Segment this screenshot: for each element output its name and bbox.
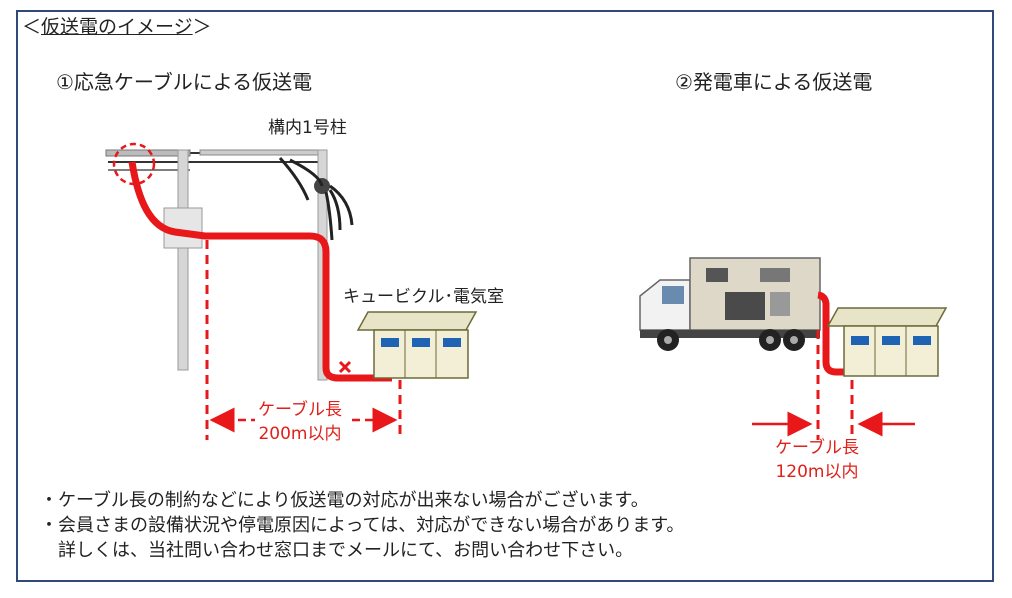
cable2-label-line1: ケーブル長 <box>775 438 859 458</box>
title-text: 仮送電のイメージ <box>41 16 193 38</box>
utility-pole-illustration <box>105 142 392 382</box>
page-title: ＜仮送電のイメージ＞ <box>22 12 212 39</box>
note-item: ・会員さまの設備状況や停電原因によっては、対応ができない場合があります。 <box>40 515 685 536</box>
cable2-length-label: ケーブル長 120m以内 <box>752 436 882 484</box>
note-item: ・ケーブル長の制約などにより仮送電の対応が出来ない場合がございます。 <box>40 490 649 511</box>
diagram-frame <box>16 10 994 582</box>
notes-list: ・ケーブル長の制約などにより仮送電の対応が出来ない場合がございます。 ・会員さま… <box>40 488 684 563</box>
cubicle-label: キュービクル･電気室 <box>343 287 504 307</box>
section2-title: ②発電車による仮送電 <box>675 70 873 94</box>
cable2-dimension <box>752 330 915 440</box>
cable1-length-label: ケーブル長 200m以内 <box>235 398 365 446</box>
cable2-label-line2: 120m以内 <box>775 462 859 482</box>
section1-title: ①応急ケーブルによる仮送電 <box>56 70 313 94</box>
generator-truck <box>639 257 852 376</box>
substation-building <box>826 307 948 377</box>
title-bracket-close: ＞ <box>192 16 212 38</box>
title-bracket-open: ＜ <box>22 16 42 38</box>
cable1-label-line1: ケーブル長 <box>258 400 342 420</box>
cable1-label-line2: 200m以内 <box>258 424 342 444</box>
note-item: 詳しくは、当社問い合わせ窓口までメールにて、お問い合わせ下さい。 <box>40 540 634 561</box>
cubicle-building <box>356 311 478 379</box>
cable1-dimension <box>205 240 402 440</box>
pole-label: 構内1号柱 <box>268 118 347 138</box>
